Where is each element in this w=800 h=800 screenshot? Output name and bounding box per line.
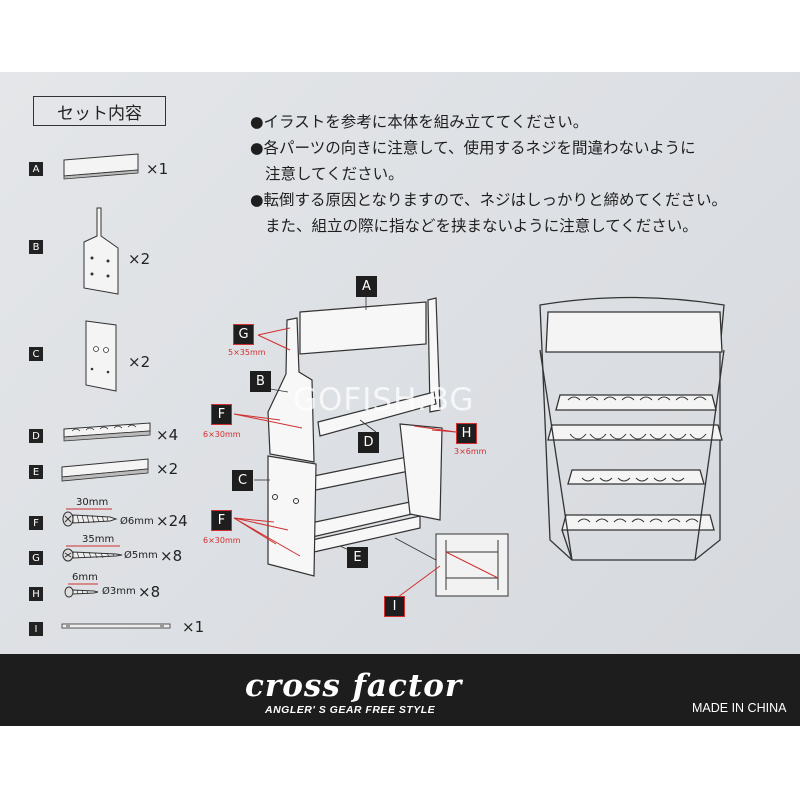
- part-letter: D: [29, 429, 43, 443]
- board-a-illustration: [63, 153, 139, 180]
- instruction-line: ●各パーツの向きに注意して、使用するネジを間違わないように: [250, 139, 696, 157]
- diagram-label-a: A: [356, 276, 377, 297]
- part-letter: B: [29, 240, 43, 254]
- watermark: GOFISH.BG: [293, 382, 475, 418]
- diagram-label-i: I: [384, 596, 405, 617]
- screw-length: 30mm: [76, 497, 109, 508]
- part-letter: A: [29, 162, 43, 176]
- part-quantity: ×8: [138, 583, 161, 601]
- screw-length: 35mm: [82, 534, 115, 545]
- top-margin: [0, 0, 800, 72]
- instruction-line: ●イラストを参考に本体を組み立ててください。: [250, 113, 589, 131]
- part-quantity: ×8: [160, 547, 183, 565]
- part-i-detail: [435, 533, 509, 597]
- part-letter: H: [29, 587, 43, 601]
- screw-diameter: Ø3mm: [102, 586, 136, 597]
- instruction-line: 注意してください。: [265, 165, 404, 183]
- diagram-label-b: B: [250, 371, 271, 392]
- instruction-line: ●転倒する原因となりますので、ネジはしっかりと締めてください。: [250, 191, 727, 209]
- diagram-label-f-bottom: F: [211, 510, 232, 531]
- bottom-margin: [0, 726, 800, 800]
- exploded-assembly-diagram: [233, 292, 725, 601]
- part-letter: G: [29, 551, 43, 565]
- parts-list: A ×1 B ×2 C ×2 D ×: [0, 0, 230, 654]
- rod-i-illustration: [61, 623, 171, 629]
- screw-h-illustration: [64, 583, 99, 598]
- diagram-label-d: D: [358, 432, 379, 453]
- side-panel-c-illustration: [85, 320, 117, 392]
- screw-length: 6mm: [72, 572, 98, 583]
- part-letter: E: [29, 465, 43, 479]
- diagram-label-c: C: [232, 470, 253, 491]
- part-quantity: ×2: [156, 460, 179, 478]
- rod-base-e-illustration: [61, 458, 149, 482]
- part-quantity: ×4: [156, 426, 179, 444]
- part-quantity: ×1: [182, 618, 205, 636]
- assembly-instructions: ●イラストを参考に本体を組み立ててください。 ●各パーツの向きに注意して、使用す…: [250, 109, 770, 239]
- instruction-line: また、組立の際に指などを挟まないように注意してください。: [265, 217, 698, 235]
- rod-rest-d-illustration: [63, 422, 151, 442]
- diagram-label-e: E: [347, 547, 368, 568]
- part-quantity: ×2: [128, 250, 151, 268]
- screw-size-g: 5×35mm: [228, 348, 266, 357]
- screw-g-illustration: [62, 545, 123, 562]
- diagram-label-g: G: [233, 324, 254, 345]
- screw-f-illustration: [62, 508, 118, 527]
- part-quantity: ×2: [128, 353, 151, 371]
- screw-size-f-bottom: 6×30mm: [203, 536, 241, 545]
- part-quantity: ×1: [146, 160, 169, 178]
- part-letter: C: [29, 347, 43, 361]
- diagram-label-h: H: [456, 423, 477, 444]
- screw-diameter: Ø5mm: [124, 550, 158, 561]
- brand-logo: cross factor: [245, 668, 463, 704]
- part-letter: I: [29, 622, 43, 636]
- set-contents-title: セット内容: [33, 96, 166, 126]
- made-in-label: MADE IN CHINA: [692, 701, 787, 715]
- part-letter: F: [29, 516, 43, 530]
- brand-footer: [0, 654, 800, 726]
- screw-size-h: 3×6mm: [454, 447, 487, 456]
- part-quantity: ×24: [156, 512, 188, 530]
- screw-size-f-top: 6×30mm: [203, 430, 241, 439]
- brand-tagline: ANGLER' S GEAR FREE STYLE: [265, 704, 436, 716]
- side-panel-b-illustration: [83, 207, 119, 295]
- screw-diameter: Ø6mm: [120, 516, 154, 527]
- diagram-label-f-top: F: [211, 404, 232, 425]
